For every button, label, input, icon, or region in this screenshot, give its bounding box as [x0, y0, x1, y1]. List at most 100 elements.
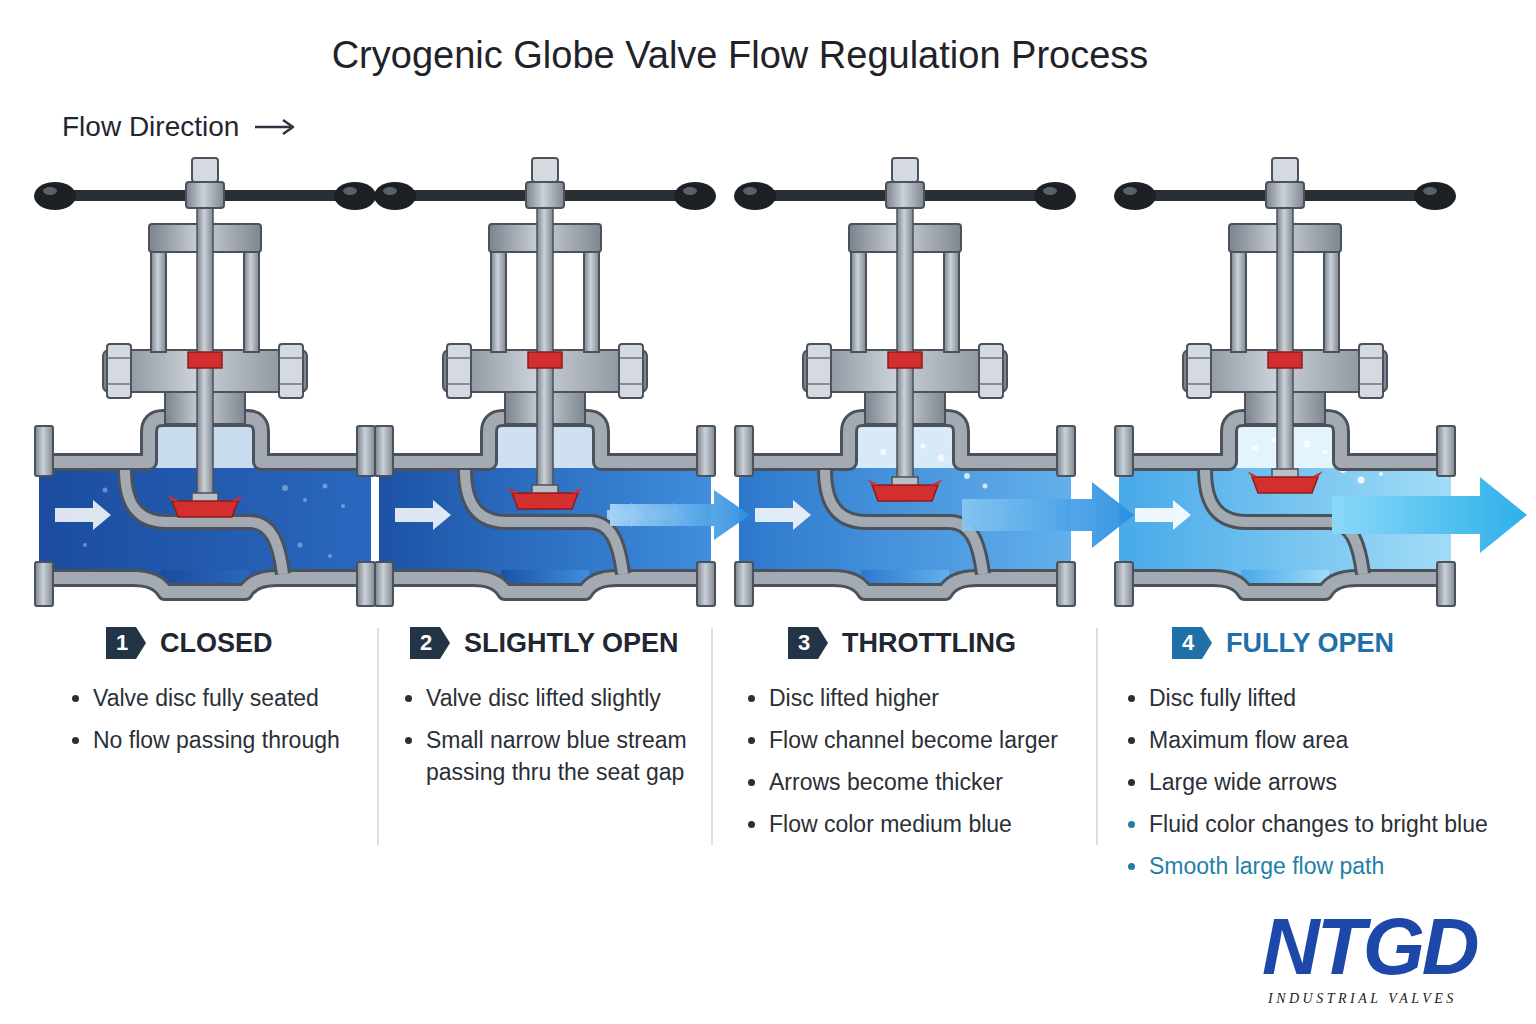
splash [983, 484, 988, 489]
step-number: 1 [116, 627, 128, 659]
step-number: 3 [798, 627, 810, 659]
bullet-item: Small narrow blue stream passing thru th… [405, 724, 705, 788]
bubbles [282, 485, 288, 491]
direction-arrow [283, 120, 293, 134]
badge-fill [410, 627, 450, 659]
badge-fill [788, 627, 828, 659]
bullet-dot [748, 779, 755, 786]
bullet-text: Arrows become thicker [769, 769, 1003, 795]
title-text: Cryogenic Globe Valve Flow Regulation Pr… [332, 34, 1149, 76]
bullet-dot [1128, 863, 1135, 870]
valve-disc [867, 477, 943, 501]
bullet-text: Large wide arrows [1149, 769, 1337, 795]
bullet-item: Maximum flow area [1128, 724, 1530, 756]
column-divider [711, 628, 713, 845]
step-heading: 4 FULLY OPEN [1172, 626, 1394, 660]
bullet-text: Flow color medium blue [769, 811, 1012, 837]
bullet-text: Disc fully lifted [1149, 685, 1296, 711]
stem-packing [888, 352, 922, 368]
column-divider [1096, 628, 1098, 845]
bullet-item: No flow passing through [72, 724, 372, 756]
splash [1271, 438, 1276, 443]
valve-throttling [867, 477, 943, 501]
bullet-item: Valve disc fully seated [72, 682, 372, 714]
step-badge: 2 [410, 627, 450, 659]
valve-disc [1247, 469, 1323, 493]
title-box: Cryogenic Globe Valve Flow Regulation Pr… [0, 31, 1480, 79]
bullet-list: Valve disc fully seated No flow passing t… [72, 682, 372, 766]
step-heading: 3THROTTLING [788, 626, 1016, 660]
inlet-arrow [55, 500, 111, 530]
bullet-item: Flow color medium blue [748, 808, 1093, 840]
step-number: 2 [420, 627, 432, 659]
bubbles [103, 488, 108, 493]
bullet-dot [405, 737, 412, 744]
step-title: SLIGHTLY OPEN [464, 626, 679, 660]
handwheel [734, 158, 1076, 210]
bullet-text: Maximum flow area [1149, 727, 1348, 753]
valve-slightly-open [507, 485, 583, 509]
splash [964, 473, 970, 479]
step-title: CLOSED [160, 626, 273, 660]
splash [938, 455, 945, 462]
bullet-item: Flow channel become larger [748, 724, 1093, 756]
valve-slightly-open [374, 158, 716, 606]
splash [880, 449, 886, 455]
bullet-dot [748, 821, 755, 828]
bullet-item: Large wide arrows [1128, 766, 1530, 798]
valve-stem [197, 178, 213, 495]
valve-disc [167, 493, 243, 517]
inlet-arrow [1135, 500, 1191, 530]
bullet-dot [748, 695, 755, 702]
bullet-dot [405, 695, 412, 702]
valve-disc [507, 485, 583, 509]
flow-arrow [962, 482, 1134, 548]
bubbles [298, 543, 303, 548]
bullet-item: Disc lifted higher [748, 682, 1093, 714]
splash [1379, 472, 1383, 476]
bullet-item: Fluid color changes to bright blue [1128, 808, 1530, 840]
valve-closed [167, 493, 243, 517]
bullet-item: Smooth large flow path [1128, 850, 1530, 882]
bullet-dot [72, 695, 79, 702]
direction-arrow [255, 126, 291, 129]
logo-wordmark: NTGD [1262, 904, 1477, 990]
bullet-text: Valve disc fully seated [93, 685, 319, 711]
step-badge: 4 [1172, 627, 1212, 659]
badge-fill [106, 627, 146, 659]
handwheel [34, 158, 376, 210]
bullet-text: Valve disc lifted slightly [426, 685, 661, 711]
valve-stem [1277, 178, 1293, 471]
bullet-text: No flow passing through [93, 727, 340, 753]
bubbles [328, 554, 332, 558]
stem-packing [1268, 352, 1302, 368]
bubbles [341, 504, 345, 508]
bubbles [303, 498, 307, 502]
bullet-text: Flow channel become larger [769, 727, 1058, 753]
valve-fully-open [1247, 469, 1323, 493]
bullet-list: Valve disc lifted slightlySmall narrow b… [405, 682, 705, 798]
bubbles [323, 484, 328, 489]
valve-stem [897, 178, 913, 479]
logo-tagline: INDUSTRIAL VALVES [1268, 990, 1457, 1008]
handwheel [1114, 158, 1456, 210]
step-badge: 3 [788, 627, 828, 659]
step-title: FULLY OPEN [1226, 626, 1394, 660]
bullet-dot [1128, 695, 1135, 702]
bubbles [83, 543, 87, 547]
splash [1323, 450, 1328, 455]
bullet-dot [1128, 737, 1135, 744]
stem-packing [528, 352, 562, 368]
valve-throttling [734, 158, 1076, 606]
splash [1304, 441, 1311, 448]
bullet-text: Fluid color changes to bright blue [1149, 811, 1488, 837]
step-number: 4 [1182, 627, 1194, 659]
bullet-item: Arrows become thicker [748, 766, 1093, 798]
bullet-dot [72, 737, 79, 744]
column-divider [377, 628, 379, 845]
handwheel [374, 158, 716, 210]
bullet-list: Disc fully liftedMaximum flow areaLarge … [1128, 682, 1530, 892]
inlet-arrow [755, 500, 811, 530]
flow-arrow [610, 490, 750, 540]
